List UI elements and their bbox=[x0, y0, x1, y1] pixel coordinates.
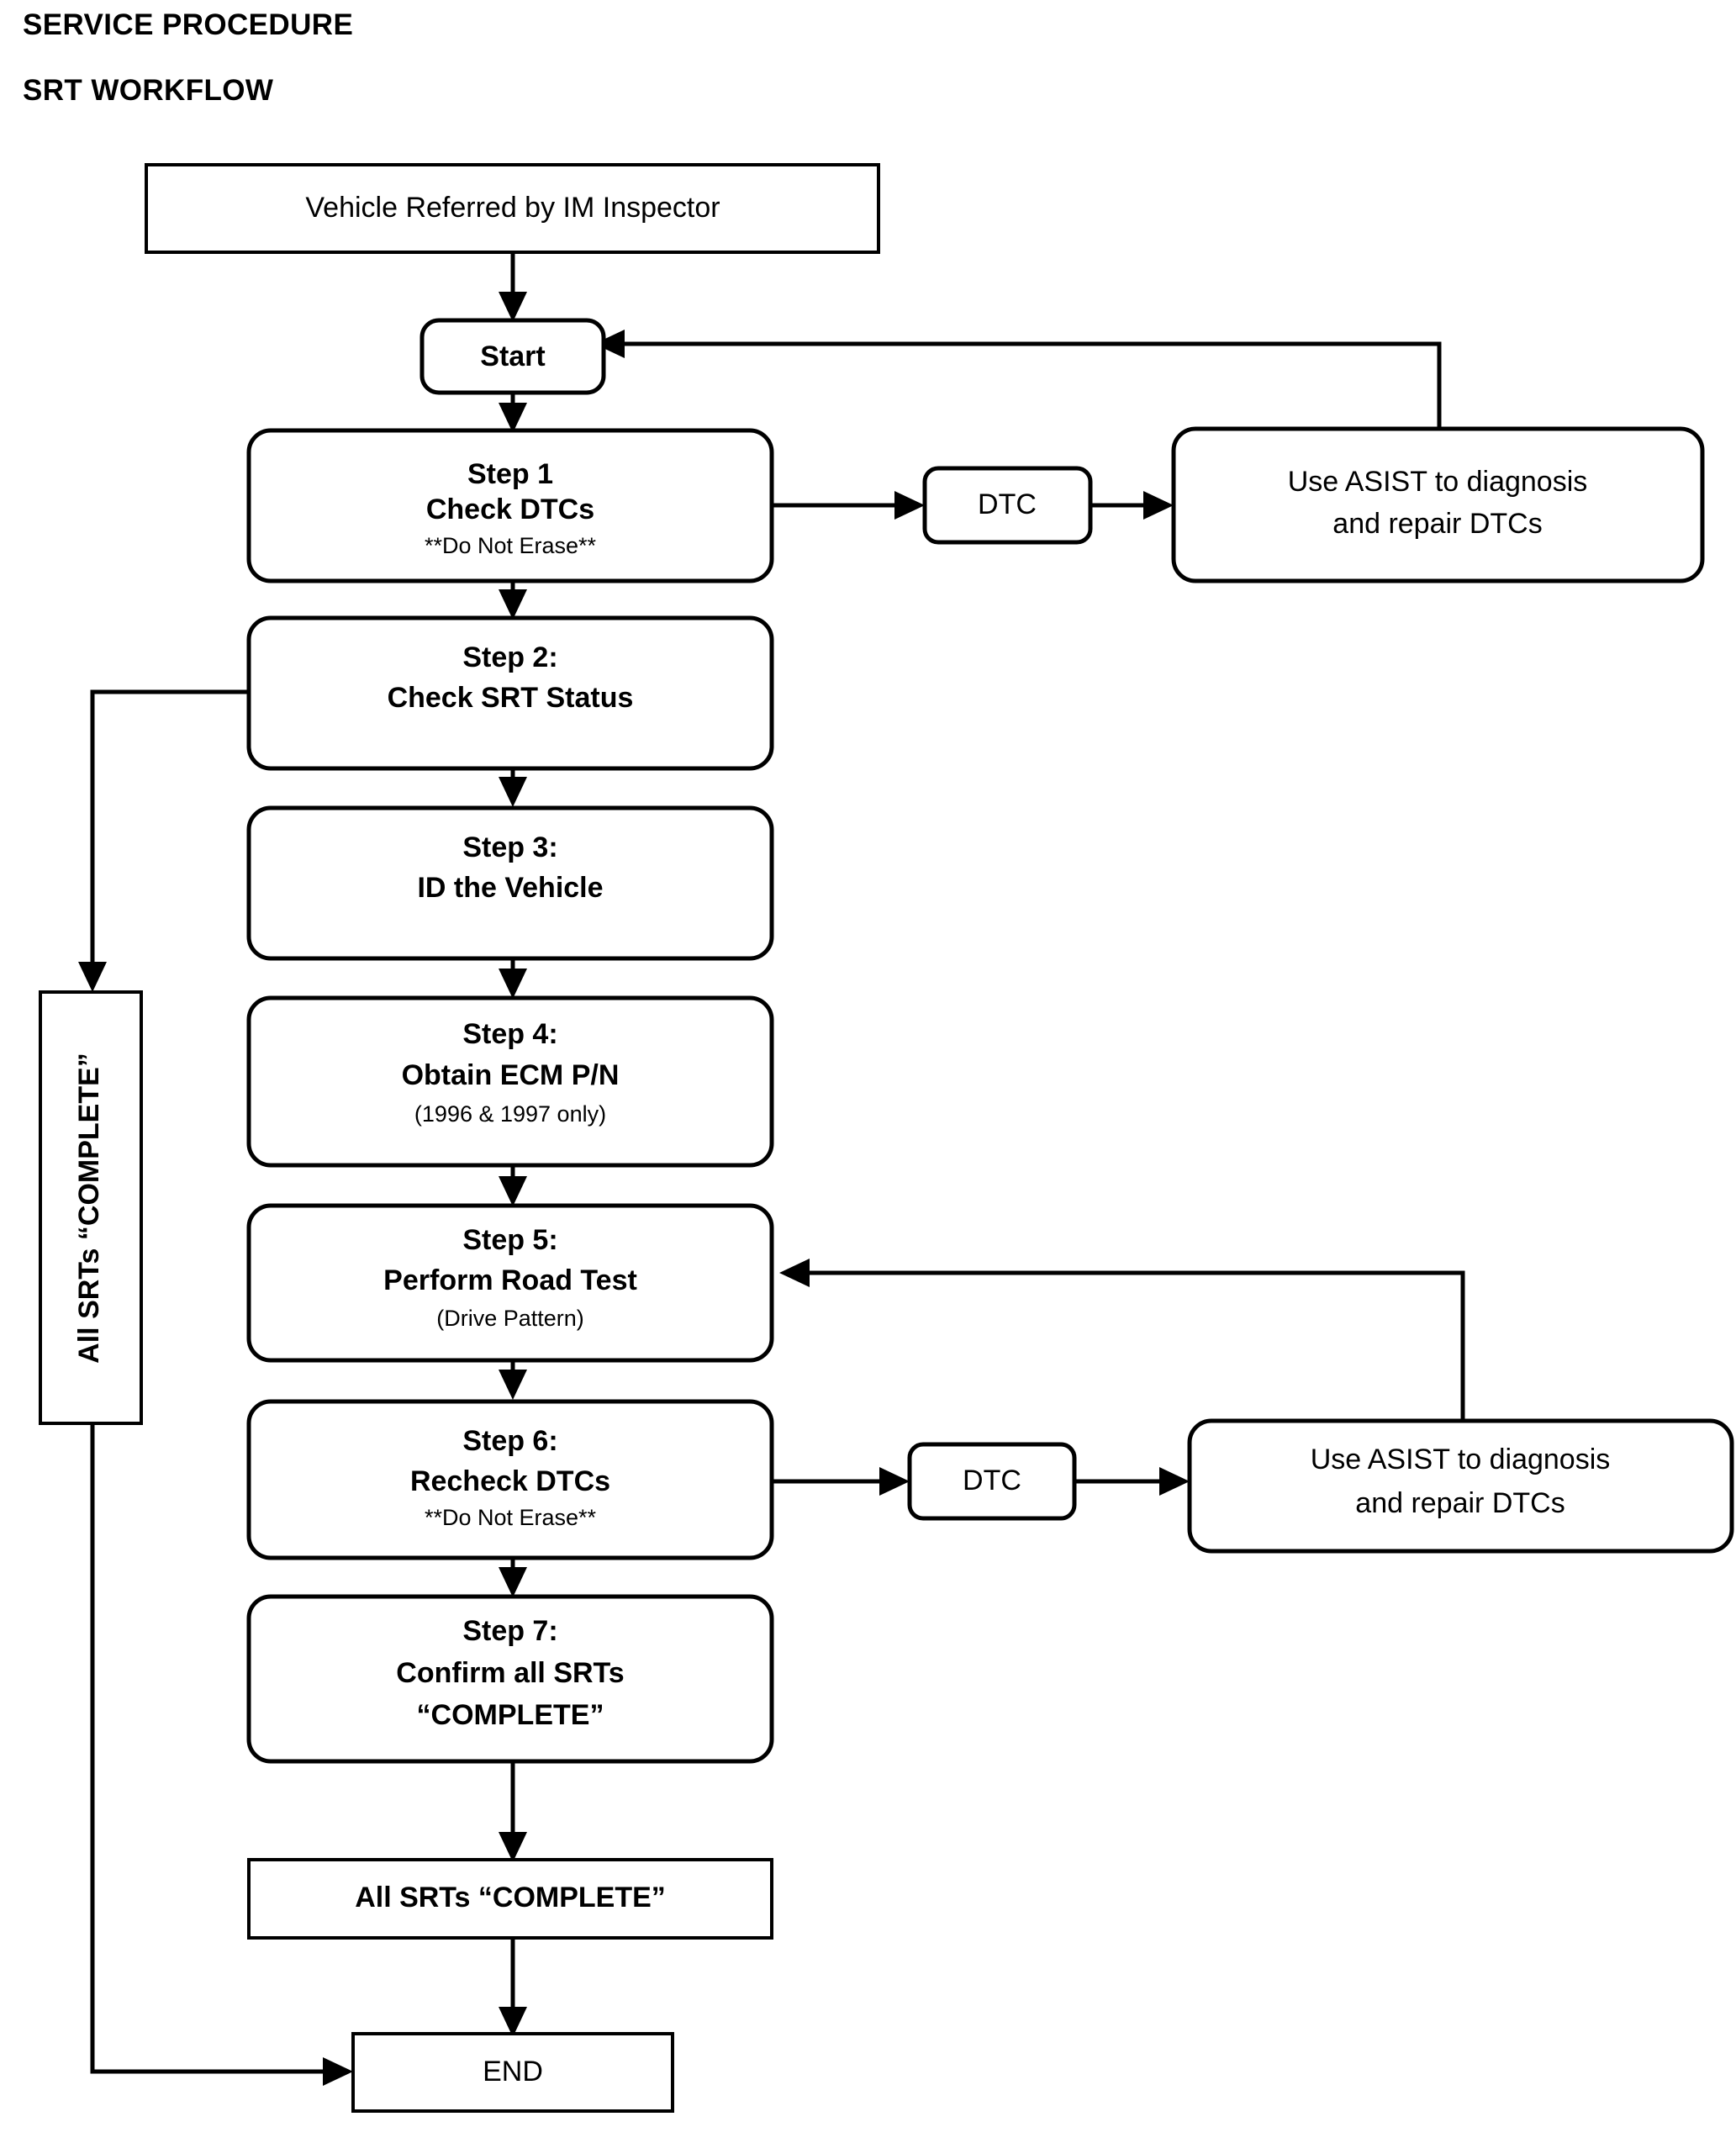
node-end-label: END bbox=[483, 2056, 543, 2088]
node-vertical-all-srts-complete[interactable]: All SRTs “COMPLETE” bbox=[39, 990, 143, 1425]
edge-step6-to-step7 bbox=[499, 1558, 527, 1597]
node-start-label: Start bbox=[480, 340, 545, 372]
node-step6[interactable]: Step 6: Recheck DTCs **Do Not Erase** bbox=[246, 1399, 774, 1560]
page-title-service-procedure: SERVICE PROCEDURE bbox=[23, 8, 354, 41]
node-dtc-2-label: DTC bbox=[963, 1465, 1021, 1496]
node-asist-1-line2: and repair DTCs bbox=[1332, 508, 1542, 540]
node-asist-1-line1: Use ASIST to diagnosis bbox=[1288, 466, 1588, 498]
node-step1-line1: Step 1 bbox=[467, 458, 553, 490]
node-vehicle-referred[interactable]: Vehicle Referred by IM Inspector bbox=[145, 163, 880, 254]
node-step4[interactable]: Step 4: Obtain ECM P/N (1996 & 1997 only… bbox=[246, 995, 774, 1168]
node-step7[interactable]: Step 7: Confirm all SRTs “COMPLETE” bbox=[246, 1594, 774, 1764]
node-step5-line3: (Drive Pattern) bbox=[436, 1306, 584, 1331]
edge-asist1-to-start bbox=[594, 330, 1442, 429]
edge-dtc1-to-asist1 bbox=[1090, 491, 1174, 520]
edge-referral-to-start bbox=[499, 252, 527, 322]
node-asist-1[interactable]: Use ASIST to diagnosis and repair DTCs bbox=[1171, 426, 1705, 583]
edge-step1-to-dtc1 bbox=[772, 491, 925, 520]
edge-step1-to-step2 bbox=[499, 580, 527, 620]
node-step7-line3: “COMPLETE” bbox=[417, 1699, 604, 1731]
node-step6-line3: **Do Not Erase** bbox=[425, 1505, 597, 1530]
node-step4-line2: Obtain ECM P/N bbox=[402, 1059, 620, 1091]
node-all-srts-complete-label: All SRTs “COMPLETE” bbox=[355, 1882, 666, 1913]
edge-step4-to-step5 bbox=[499, 1165, 527, 1206]
node-step2-line2: Check SRT Status bbox=[388, 682, 634, 714]
node-vehicle-referred-label: Vehicle Referred by IM Inspector bbox=[305, 192, 720, 224]
node-step1-line2: Check DTCs bbox=[426, 494, 594, 525]
page-title-srt-workflow: SRT WORKFLOW bbox=[23, 74, 274, 107]
node-step5-line2: Perform Road Test bbox=[383, 1264, 637, 1296]
edge-step2-to-step3 bbox=[499, 767, 527, 807]
node-vertical-all-srts-complete-label: All SRTs “COMPLETE” bbox=[73, 1053, 105, 1364]
edge-vertical-label-to-end bbox=[90, 1423, 353, 2086]
node-all-srts-complete[interactable]: All SRTs “COMPLETE” bbox=[247, 1858, 773, 1940]
edge-asist2-to-step5 bbox=[779, 1259, 1465, 1421]
node-step6-line1: Step 6: bbox=[462, 1425, 557, 1457]
node-step3-line2: ID the Vehicle bbox=[417, 872, 603, 904]
edge-step5-to-step6 bbox=[499, 1359, 527, 1400]
node-start[interactable]: Start bbox=[419, 318, 606, 395]
edge-step3-to-step4 bbox=[499, 958, 527, 999]
node-step1-line3: **Do Not Erase** bbox=[425, 533, 597, 558]
edge-step2-to-vertical-label bbox=[78, 689, 249, 992]
node-step4-line1: Step 4: bbox=[462, 1018, 557, 1050]
edge-step6-to-dtc2 bbox=[772, 1467, 910, 1496]
node-step5[interactable]: Step 5: Perform Road Test (Drive Pattern… bbox=[246, 1203, 774, 1363]
node-dtc-2[interactable]: DTC bbox=[907, 1442, 1077, 1521]
node-step1[interactable]: Step 1 Check DTCs **Do Not Erase** bbox=[246, 428, 774, 583]
node-step4-line3: (1996 & 1997 only) bbox=[414, 1101, 606, 1127]
node-step5-line1: Step 5: bbox=[462, 1224, 557, 1256]
node-dtc-1-label: DTC bbox=[978, 488, 1037, 520]
edge-step7-to-allsrts bbox=[499, 1761, 527, 1862]
node-end[interactable]: END bbox=[351, 2032, 674, 2113]
node-step7-line2: Confirm all SRTs bbox=[396, 1657, 624, 1689]
node-step2[interactable]: Step 2: Check SRT Status bbox=[246, 615, 774, 771]
node-step3[interactable]: Step 3: ID the Vehicle bbox=[246, 805, 774, 961]
node-step6-line2: Recheck DTCs bbox=[410, 1465, 610, 1497]
edge-allsrts-to-end bbox=[499, 1938, 527, 2037]
node-step7-line1: Step 7: bbox=[462, 1615, 557, 1647]
node-asist-2[interactable]: Use ASIST to diagnosis and repair DTCs bbox=[1187, 1418, 1734, 1554]
edge-layer bbox=[78, 252, 1465, 2086]
node-asist-2-line1: Use ASIST to diagnosis bbox=[1311, 1444, 1611, 1475]
node-step2-line1: Step 2: bbox=[462, 641, 557, 673]
node-step3-line1: Step 3: bbox=[462, 831, 557, 863]
node-dtc-1[interactable]: DTC bbox=[922, 466, 1093, 545]
edge-dtc2-to-asist2 bbox=[1074, 1467, 1190, 1496]
node-asist-2-line2: and repair DTCs bbox=[1355, 1487, 1565, 1519]
edge-start-to-step1 bbox=[499, 392, 527, 433]
